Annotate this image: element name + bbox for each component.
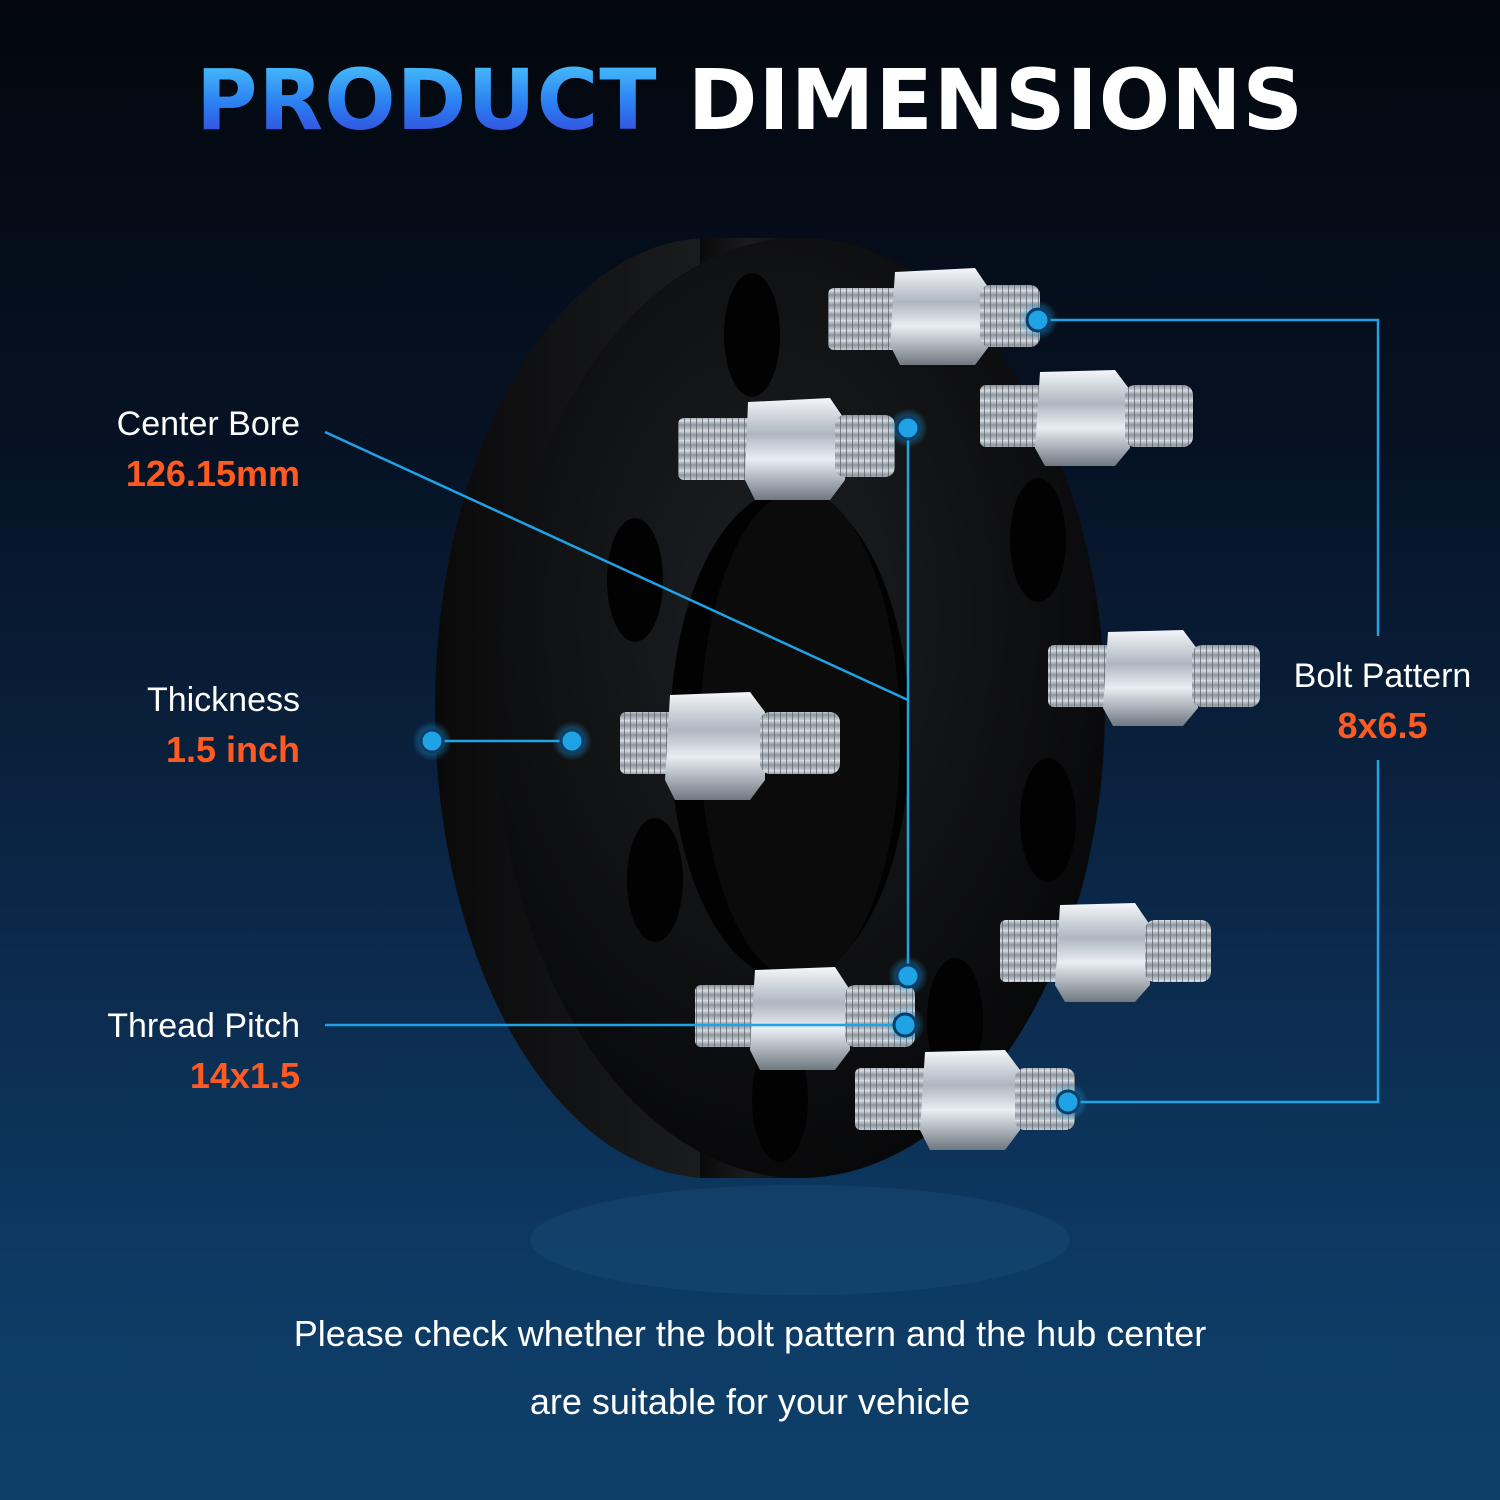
dot-thread [885, 1005, 925, 1045]
title-dimensions: DIMENSIONS [687, 51, 1304, 149]
bolt-pattern-value: 8x6.5 [1337, 705, 1428, 746]
center-bore-value: 126.15mm [125, 453, 300, 494]
thickness-value: 1.5 inch [165, 729, 300, 770]
stud-lower-right [1000, 903, 1211, 1002]
dot-bolt-bottom [1048, 1082, 1088, 1122]
stud-left [620, 692, 840, 800]
thread-pitch-callout: Thread Pitch 14x1.5 [107, 1006, 300, 1098]
stud-right [1048, 630, 1260, 726]
stud-upper-right [980, 370, 1193, 466]
bolt-pattern-line-bottom [1068, 760, 1380, 1104]
footer-note: Please check whether the bolt pattern an… [0, 1300, 1500, 1436]
title-product: PRODUCT [195, 51, 658, 149]
dot-bore-bottom [888, 956, 928, 996]
floor-reflection [530, 1185, 1070, 1295]
footer-line-2: are suitable for your vehicle [529, 1381, 971, 1422]
footer-line-1: Please check whether the bolt pattern an… [293, 1313, 1207, 1354]
callout-lines [324, 318, 1380, 1104]
bolt-pattern-callout: Bolt Pattern 8x6.5 [1280, 656, 1485, 748]
center-bore-label: Center Bore [116, 405, 300, 443]
dot-thickness-right [552, 721, 592, 761]
thickness-callout: Thickness 1.5 inch [147, 680, 300, 772]
stud-top [828, 268, 1040, 365]
stud-upper-left [678, 398, 895, 500]
bolt-pattern-line-top [1038, 318, 1380, 636]
dot-thickness-left [412, 721, 452, 761]
callout-dots [412, 300, 1088, 1122]
center-bore-leader-line [324, 430, 909, 702]
dot-bolt-top [1018, 300, 1058, 340]
thickness-label: Thickness [146, 681, 300, 719]
thread-pitch-label: Thread Pitch [107, 1007, 300, 1045]
dot-bore-top [888, 408, 928, 448]
page-title: PRODUCT DIMENSIONS [0, 50, 1500, 150]
thread-pitch-value: 14x1.5 [189, 1055, 300, 1096]
bolt-pattern-label: Bolt Pattern [1293, 657, 1472, 695]
center-bore-callout: Center Bore 126.15mm [117, 404, 300, 496]
